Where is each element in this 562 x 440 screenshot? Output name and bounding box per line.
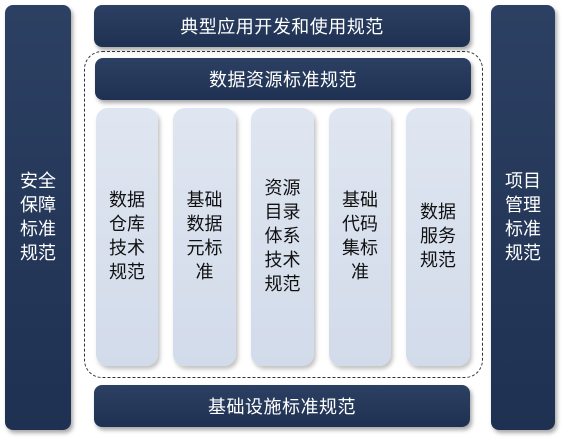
data-resource-group-outline <box>84 51 483 378</box>
top-bar-application-standards: 典型应用开发和使用规范 <box>94 5 470 47</box>
inner-bar-data-resource-standards: 数据资源标准规范 <box>95 58 471 100</box>
inner-bar-label: 数据资源标准规范 <box>209 70 357 91</box>
column-basic-code-sets: 基础代码集标准 <box>329 108 391 366</box>
bottom-bar-label: 基础设施标准规范 <box>208 397 356 418</box>
column-label: 资源目录体系技术规范 <box>264 178 301 295</box>
column-resource-catalog: 资源目录体系技术规范 <box>251 108 314 366</box>
right-pillar-project-management-standards: 项目管理标准规范 <box>491 5 555 430</box>
column-label: 数据仓库技术规范 <box>109 190 145 283</box>
left-pillar-security-standards: 安全保障标准规范 <box>5 5 71 430</box>
column-label: 基础代码集标准 <box>342 190 378 283</box>
left-pillar-label: 安全保障标准规范 <box>20 170 56 264</box>
column-data-warehouse: 数据仓库技术规范 <box>96 108 158 366</box>
top-bar-label: 典型应用开发和使用规范 <box>180 17 384 38</box>
column-data-services: 数据服务规范 <box>406 108 470 366</box>
right-pillar-label: 项目管理标准规范 <box>505 170 541 264</box>
bottom-bar-infrastructure-standards: 基础设施标准规范 <box>94 385 470 427</box>
column-label: 数据服务规范 <box>420 202 456 271</box>
column-label: 基础数据元标准 <box>186 190 223 283</box>
column-basic-data-elements: 基础数据元标准 <box>173 108 236 366</box>
